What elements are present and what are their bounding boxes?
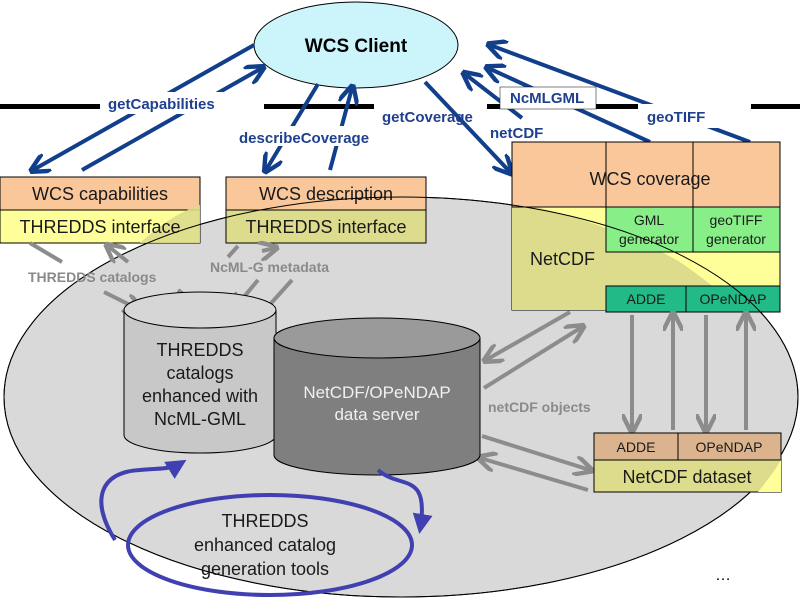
wcs-description-box[interactable]: WCS description THREDDS interface <box>225 176 427 244</box>
tools-line: THREDDS <box>221 511 308 531</box>
get-capabilities-request-arrow <box>81 68 262 172</box>
get-coverage-label: getCoverage <box>382 109 473 126</box>
catalog-generation-tools[interactable]: THREDDS enhanced catalog generation tool… <box>99 459 433 597</box>
wcs-capabilities-box[interactable]: WCS capabilities THREDDS interface <box>0 176 201 244</box>
catalog-line: catalogs <box>166 363 233 383</box>
opendap-label: OPeNDAP <box>696 439 763 455</box>
catalog-line: THREDDS <box>156 340 243 360</box>
adde-label: ADDE <box>617 439 656 455</box>
tools-line: generation tools <box>201 559 329 579</box>
adde-label: ADDE <box>627 291 666 307</box>
server-region-outline <box>3 196 799 598</box>
ncml-g-metadata-label: NcML-G metadata <box>210 259 329 275</box>
thredds-interface-label: THREDDS interface <box>245 217 406 237</box>
wcs-coverage-label: WCS coverage <box>589 169 710 189</box>
wcs-coverage-box[interactable]: WCS coverage GML generator geoTIFF gener… <box>511 141 781 313</box>
netcdf-dataset-box[interactable]: ADDE OPeNDAP NetCDF dataset <box>593 432 782 493</box>
geotiff-generator-sub: generator <box>706 231 766 247</box>
loop-arrow <box>99 459 187 542</box>
loop-arrow <box>376 468 433 534</box>
ellipsis: … <box>715 567 731 584</box>
catalog-line: enhanced with <box>142 386 258 406</box>
geotiff-generator-label: geoTIFF <box>710 212 763 228</box>
describe-coverage-label: describeCoverage <box>239 130 369 147</box>
get-capabilities-label: getCapabilities <box>108 96 215 113</box>
internal-arrows <box>28 243 746 492</box>
netcdf-objects-label: netCDF objects <box>488 399 591 415</box>
server-line: data server <box>334 405 419 424</box>
geotiff-label: geoTIFF <box>647 109 705 126</box>
wcs-client[interactable]: WCS Client <box>253 1 459 89</box>
get-coverage-request-arrow <box>423 80 510 172</box>
catalog-line: NcML-GML <box>154 409 246 429</box>
netcdf-dataset-label: NetCDF dataset <box>622 467 751 487</box>
wcs-client-label: WCS Client <box>305 36 408 57</box>
tools-line: enhanced catalog <box>194 535 336 555</box>
netcdf-label: netCDF <box>490 125 543 142</box>
separator-bar <box>0 104 800 109</box>
thredds-catalog-cylinder[interactable]: THREDDS catalogs enhanced with NcML-GML <box>123 291 277 454</box>
thredds-interface-label: THREDDS interface <box>19 217 180 237</box>
netcdf-label: NetCDF <box>530 249 595 269</box>
server-line: NetCDF/OPeNDAP <box>303 383 450 402</box>
wcs-capabilities-label: WCS capabilities <box>32 184 168 204</box>
ncmlgml-label: NcMLGML <box>510 90 584 107</box>
thredds-catalogs-label: THREDDS catalogs <box>28 269 157 285</box>
wcs-description-label: WCS description <box>259 184 393 204</box>
netcdf-response-arrow <box>465 74 524 120</box>
data-server-cylinder[interactable]: NetCDF/OPeNDAP data server <box>273 317 481 476</box>
opendap-label: OPeNDAP <box>700 291 767 307</box>
gml-generator-label: GML <box>634 212 665 228</box>
